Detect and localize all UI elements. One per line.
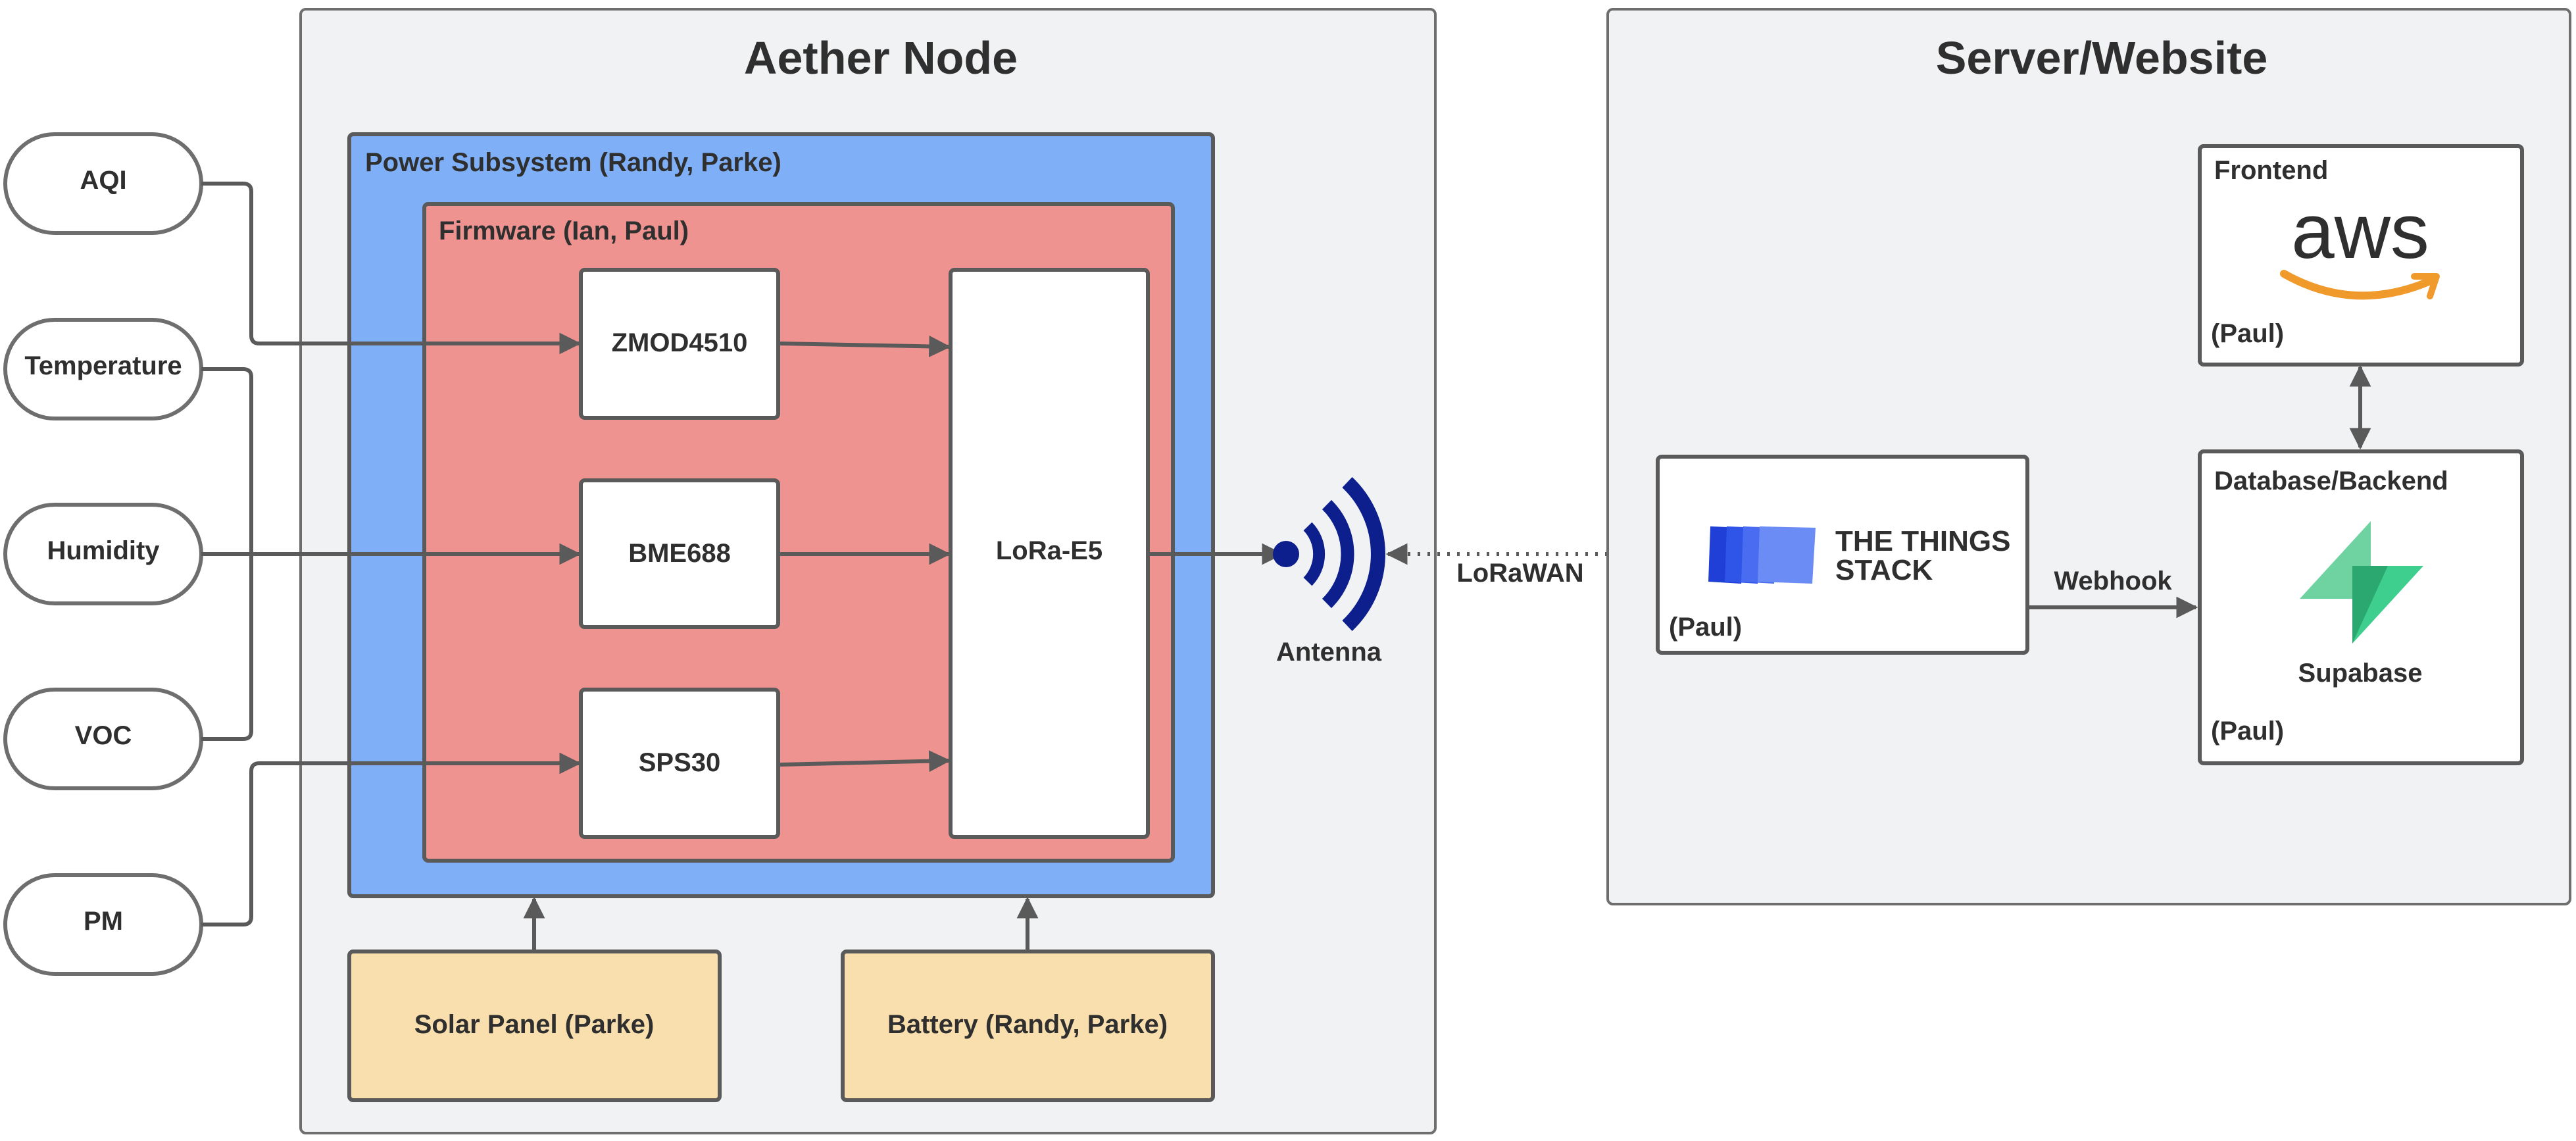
lorawan-label: LoRaWAN	[1456, 559, 1583, 588]
backend-label: Database/Backend	[2214, 467, 2448, 495]
webhook-label: Webhook	[2054, 567, 2172, 596]
lora-e5-label: LoRa-E5	[996, 536, 1102, 565]
antenna-label: Antenna	[1276, 638, 1382, 667]
input-temperature-label: Temperature	[24, 351, 182, 380]
connector-temperature-bme	[201, 367, 253, 554]
lorawan-link: LoRaWAN	[1385, 543, 1655, 588]
things-stack-line2: STACK	[1835, 554, 1933, 586]
things-stack-owner: (Paul)	[1669, 613, 1742, 642]
input-pm-label: PM	[84, 907, 123, 936]
sensor-bme688-label: BME688	[628, 539, 731, 568]
sensor-zmod4510-label: ZMOD4510	[612, 328, 748, 357]
sensor-bme688: BME688	[579, 478, 780, 629]
wifi-antenna-icon	[1273, 477, 1385, 631]
backend-owner: (Paul)	[2211, 717, 2284, 746]
webhook-link: Webhook	[2027, 567, 2198, 619]
power-subsystem-label: Power Subsystem (Randy, Parke)	[365, 148, 781, 177]
supabase-bolt-icon	[2300, 521, 2423, 644]
aws-smile-icon	[2280, 270, 2440, 300]
connector-zmod-lora	[780, 335, 951, 357]
input-aqi: AQI	[3, 132, 203, 235]
battery: Battery (Randy, Parke)	[841, 950, 1215, 1102]
input-voc: VOC	[3, 688, 203, 790]
server-title: Server/Website	[1936, 32, 2268, 84]
solar-panel: Solar Panel (Parke)	[347, 950, 722, 1102]
solar-panel-label: Solar Panel (Parke)	[414, 1010, 655, 1039]
battery-label: Battery (Randy, Parke)	[887, 1010, 1168, 1039]
aws-logo-text: aws	[2291, 188, 2429, 275]
connectors	[201, 182, 1284, 951]
sensor-zmod4510: ZMOD4510	[579, 268, 780, 420]
input-humidity-label: Humidity	[47, 536, 160, 565]
things-stack-logo-icon	[1708, 526, 1816, 584]
supabase-label: Supabase	[2298, 659, 2423, 688]
sensor-sps30-label: SPS30	[639, 748, 721, 777]
sensor-sps30: SPS30	[579, 688, 780, 839]
input-pm: PM	[3, 873, 203, 976]
connector-aqi-zmod	[201, 182, 582, 355]
input-temperature: Temperature	[3, 318, 203, 420]
input-aqi-label: AQI	[80, 166, 126, 195]
connector-pm-sps	[201, 752, 582, 926]
aether-node-title: Aether Node	[744, 32, 1018, 84]
antenna: Antenna	[1273, 477, 1385, 667]
input-voc-label: VOC	[75, 721, 132, 750]
connector-sps-lora	[780, 750, 951, 773]
frontend-label: Frontend	[2214, 156, 2328, 185]
input-humidity: Humidity	[3, 503, 203, 605]
lora-e5-module: LoRa-E5	[949, 268, 1150, 839]
frontend-box: Frontend aws (Paul)	[2198, 144, 2524, 367]
things-stack-box: THE THINGS STACK (Paul)	[1656, 455, 2029, 655]
things-stack-line1: THE THINGS	[1835, 525, 2010, 557]
backend-box: Database/Backend Supabase (Paul)	[2198, 449, 2524, 765]
firmware-label: Firmware (Ian, Paul)	[439, 216, 689, 245]
frontend-owner: (Paul)	[2211, 319, 2284, 348]
connector-voc-bme	[201, 554, 253, 741]
